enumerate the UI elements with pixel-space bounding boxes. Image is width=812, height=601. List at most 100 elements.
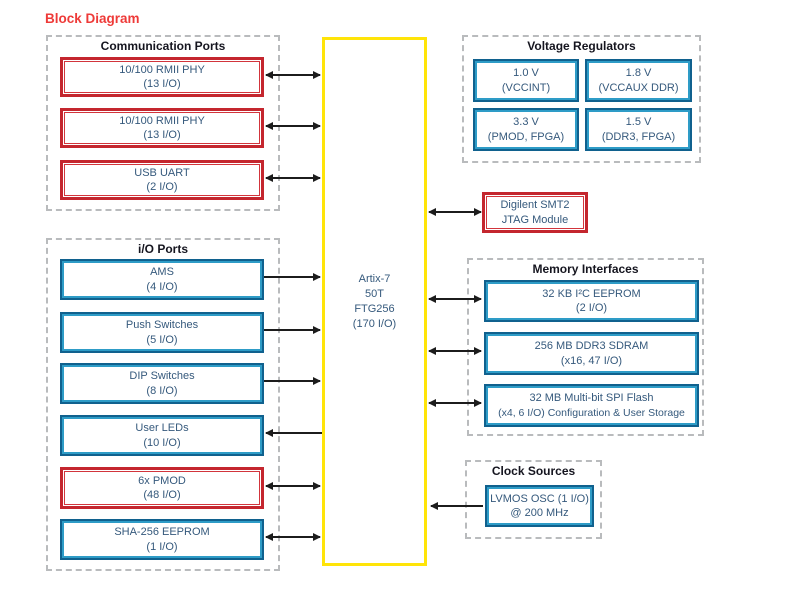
arrowhead-right <box>313 174 321 182</box>
arrowhead-left <box>265 71 273 79</box>
arrowhead-right <box>474 295 482 303</box>
node-sublabel: (10 I/O) <box>143 436 181 449</box>
node-usb-uart: USB UART (2 I/O) <box>60 160 264 200</box>
node-jtag-module: Digilent SMT2 JTAG Module <box>482 192 588 233</box>
arrow-sha-fpga <box>265 533 321 541</box>
group-io-ports: i/O Ports AMS (4 I/O) Push Switches (5 I… <box>46 238 280 571</box>
node-user-leds: User LEDs (10 I/O) <box>60 415 264 456</box>
node-vreg-1v8: 1.8 V (VCCAUX DDR) <box>585 59 692 102</box>
node-sublabel: (VCCINT) <box>501 81 551 94</box>
node-label: 1.0 V <box>513 67 539 79</box>
group-header: Memory Interfaces <box>532 262 639 276</box>
node-sha-eeprom: SHA-256 EEPROM (1 I/O) <box>60 519 264 560</box>
node-sublabel: (13 I/O) <box>143 129 181 141</box>
arrow-pushsw-fpga <box>264 326 321 334</box>
node-ams: AMS (4 I/O) <box>60 259 264 300</box>
arrow-eeprom-fpga <box>428 295 482 303</box>
node-rmii-phy-2: 10/100 RMII PHY (13 I/O) <box>60 108 264 148</box>
fpga-label: (170 I/O) <box>352 317 397 330</box>
page-title: Block Diagram <box>45 11 140 26</box>
node-rmii-phy-1: 10/100 RMII PHY (13 I/O) <box>60 57 264 97</box>
node-sublabel: (x4, 6 I/O) Configuration & User Storage <box>498 406 685 419</box>
group-header: Clock Sources <box>491 464 576 478</box>
arrowhead-left <box>430 502 438 510</box>
arrowhead-left <box>265 122 273 130</box>
group-header: Voltage Regulators <box>527 39 636 53</box>
node-label: Push Switches <box>125 319 199 331</box>
node-push-switches: Push Switches (5 I/O) <box>60 312 264 353</box>
node-label: 1.5 V <box>625 116 652 128</box>
node-ddr3-sdram: 256 MB DDR3 SDRAM (x16, 47 I/O) <box>484 332 699 375</box>
group-voltage-regulators: Voltage Regulators 1.0 V (VCCINT) 1.8 V … <box>462 35 701 163</box>
arrow-fpga-leds <box>265 429 322 437</box>
node-label: AMS <box>150 266 174 278</box>
node-sublabel: (PMOD, FPGA) <box>487 130 565 143</box>
node-i2c-eeprom: 32 KB I²C EEPROM (2 I/O) <box>484 280 699 322</box>
arrowhead-left <box>265 482 273 490</box>
arrowhead-right <box>313 273 321 281</box>
node-vreg-3v3: 3.3 V (PMOD, FPGA) <box>473 108 579 151</box>
node-sublabel: JTAG Module <box>501 213 569 226</box>
node-dip-switches: DIP Switches (8 I/O) <box>60 363 264 404</box>
node-label: USB UART <box>134 166 190 179</box>
arrowhead-left <box>265 174 273 182</box>
arrowhead-right <box>313 377 321 385</box>
node-sublabel: (2 I/O) <box>575 302 608 314</box>
node-sublabel: (DDR3, FPGA) <box>601 130 676 143</box>
arrowhead-left <box>265 429 273 437</box>
node-vreg-1v5: 1.5 V (DDR3, FPGA) <box>585 108 692 151</box>
fpga-label: FTG256 <box>354 302 395 315</box>
node-label: 1.8 V <box>625 67 652 79</box>
group-clock-sources: Clock Sources LVMOS OSC (1 I/O) @ 200 MH… <box>465 460 602 539</box>
node-pmod: 6x PMOD (48 I/O) <box>60 467 264 509</box>
node-sublabel: (x16, 47 I/O) <box>560 354 623 367</box>
arrowhead-left <box>428 208 436 216</box>
node-fpga-artix7: Artix-7 50T FTG256 (170 I/O) <box>322 37 427 566</box>
node-label: 6x PMOD <box>138 474 186 487</box>
node-label: User LEDs <box>135 422 189 434</box>
arrowhead-right <box>313 482 321 490</box>
arrow-pmod-fpga <box>265 482 321 490</box>
node-label: 3.3 V <box>513 116 539 128</box>
node-sublabel: (8 I/O) <box>146 384 178 397</box>
arrowhead-left <box>428 399 436 407</box>
group-communication-ports: Communication Ports 10/100 RMII PHY (13 … <box>46 35 280 211</box>
node-label: Digilent SMT2 <box>500 199 570 211</box>
arrowhead-right <box>313 122 321 130</box>
arrow-uart-fpga <box>265 174 321 182</box>
arrow-rmii1-fpga <box>265 71 321 79</box>
arrowhead-right <box>313 71 321 79</box>
arrow-jtag-fpga <box>428 208 482 216</box>
arrow-ddr3-fpga <box>428 347 482 355</box>
node-sublabel: (VCCAUX DDR) <box>598 81 679 94</box>
group-header: Communication Ports <box>100 39 226 53</box>
node-spi-flash: 32 MB Multi-bit SPI Flash (x4, 6 I/O) Co… <box>484 384 699 427</box>
node-label: 10/100 RMII PHY <box>119 63 205 76</box>
node-sublabel: (48 I/O) <box>143 489 181 501</box>
arrowhead-right <box>313 326 321 334</box>
node-label: DIP Switches <box>129 370 195 382</box>
arrow-osc-fpga <box>430 502 483 510</box>
arrowhead-right <box>313 533 321 541</box>
arrowhead-left <box>265 533 273 541</box>
arrow-rmii2-fpga <box>265 122 321 130</box>
arrow-ams-fpga <box>264 273 321 281</box>
node-sublabel: (13 I/O) <box>143 78 181 90</box>
node-label: 256 MB DDR3 SDRAM <box>534 340 649 352</box>
fpga-label: Artix-7 <box>358 272 391 285</box>
node-label: SHA-256 EEPROM <box>114 526 210 538</box>
node-sublabel: (4 I/O) <box>146 280 178 293</box>
node-label: LVMOS OSC (1 I/O) <box>490 492 589 505</box>
arrow-dipsw-fpga <box>264 377 321 385</box>
node-sublabel: (1 I/O) <box>146 540 178 553</box>
node-label: 10/100 RMII PHY <box>119 114 205 127</box>
arrow-spi-fpga <box>428 399 482 407</box>
node-sublabel: @ 200 MHz <box>510 507 569 519</box>
node-vreg-1v0: 1.0 V (VCCINT) <box>473 59 579 102</box>
group-memory-interfaces: Memory Interfaces 32 KB I²C EEPROM (2 I/… <box>467 258 704 436</box>
group-header: i/O Ports <box>137 242 188 256</box>
arrowhead-right <box>474 347 482 355</box>
node-label: 32 MB Multi-bit SPI Flash <box>529 392 654 404</box>
arrowhead-left <box>428 347 436 355</box>
